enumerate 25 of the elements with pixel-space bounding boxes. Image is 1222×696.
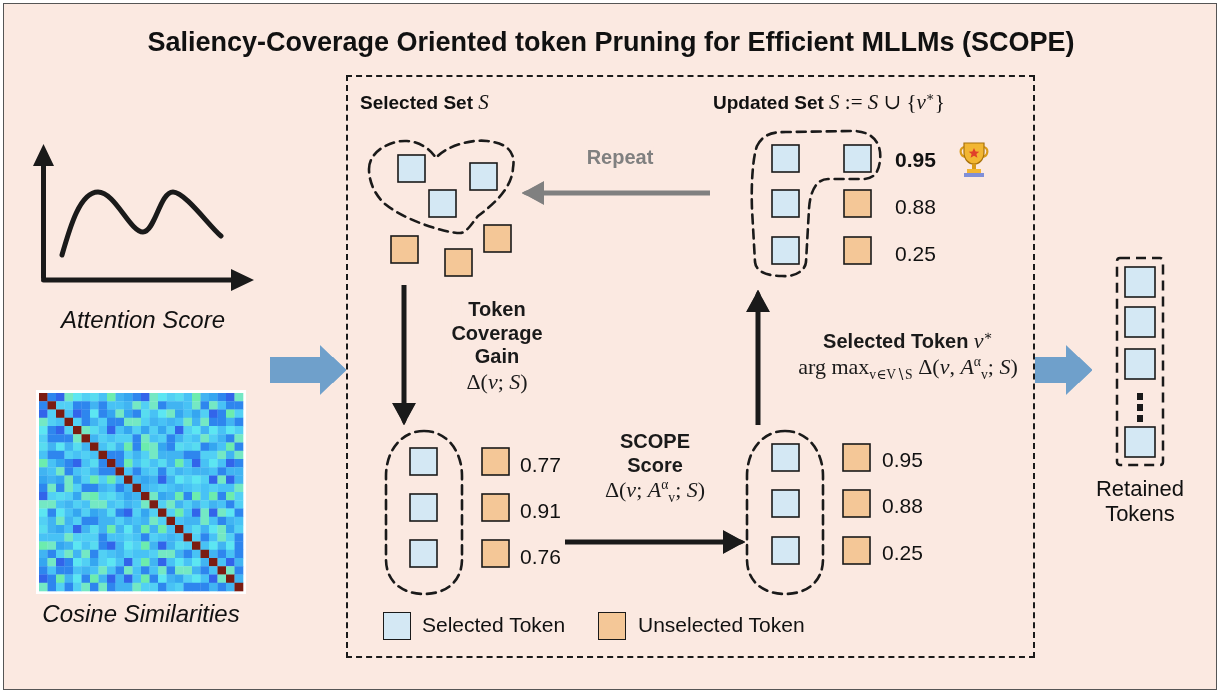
diagram-title: Saliency-Coverage Oriented token Pruning for Efficient MLLMs (SCOPE): [147, 27, 1075, 59]
score-value: 0.95: [882, 448, 923, 473]
edge-label: Token Coverage Gain Δ(v; S): [451, 298, 543, 395]
node-label: Cosine Similarities: [42, 600, 240, 628]
dashed-frame: [346, 75, 1035, 658]
set-heading: Updated Set S := S ∪ {v$^{∗}$}: [713, 90, 945, 115]
block-arrow: [1035, 345, 1092, 395]
node-label: Retained Tokens: [1095, 476, 1185, 527]
score-value: 0.25: [895, 242, 936, 267]
score-value: 0.25: [882, 541, 923, 566]
set-heading: Selected Set S: [360, 90, 489, 115]
score-value: 0.77: [520, 453, 561, 478]
arrow: [746, 290, 770, 425]
score-value: 0.76: [520, 545, 561, 570]
arrow: [392, 285, 416, 425]
arrow: [522, 181, 710, 205]
node-label: Attention Score: [60, 306, 226, 334]
score-value: 0.91: [520, 499, 561, 524]
legend-text: Unselected Token: [638, 613, 805, 638]
score-value: 0.95: [895, 148, 936, 173]
score-value: 0.88: [895, 195, 936, 220]
arrow: [565, 530, 745, 554]
score-value: 0.88: [882, 494, 923, 519]
legend-text: Selected Token: [422, 613, 566, 638]
block-arrow: [270, 345, 346, 395]
